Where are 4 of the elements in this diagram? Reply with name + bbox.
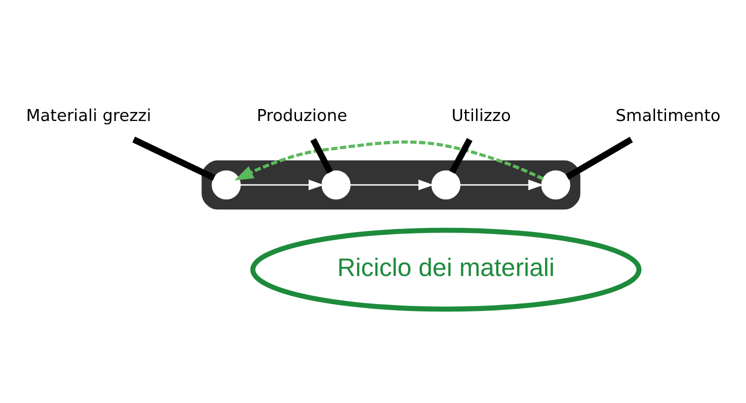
- node-text: Materiali grezzi: [26, 106, 152, 126]
- node-text: Utilizzo: [452, 106, 511, 126]
- node-text: Produzione: [256, 106, 348, 126]
- node-text: Smaltimento: [616, 106, 721, 126]
